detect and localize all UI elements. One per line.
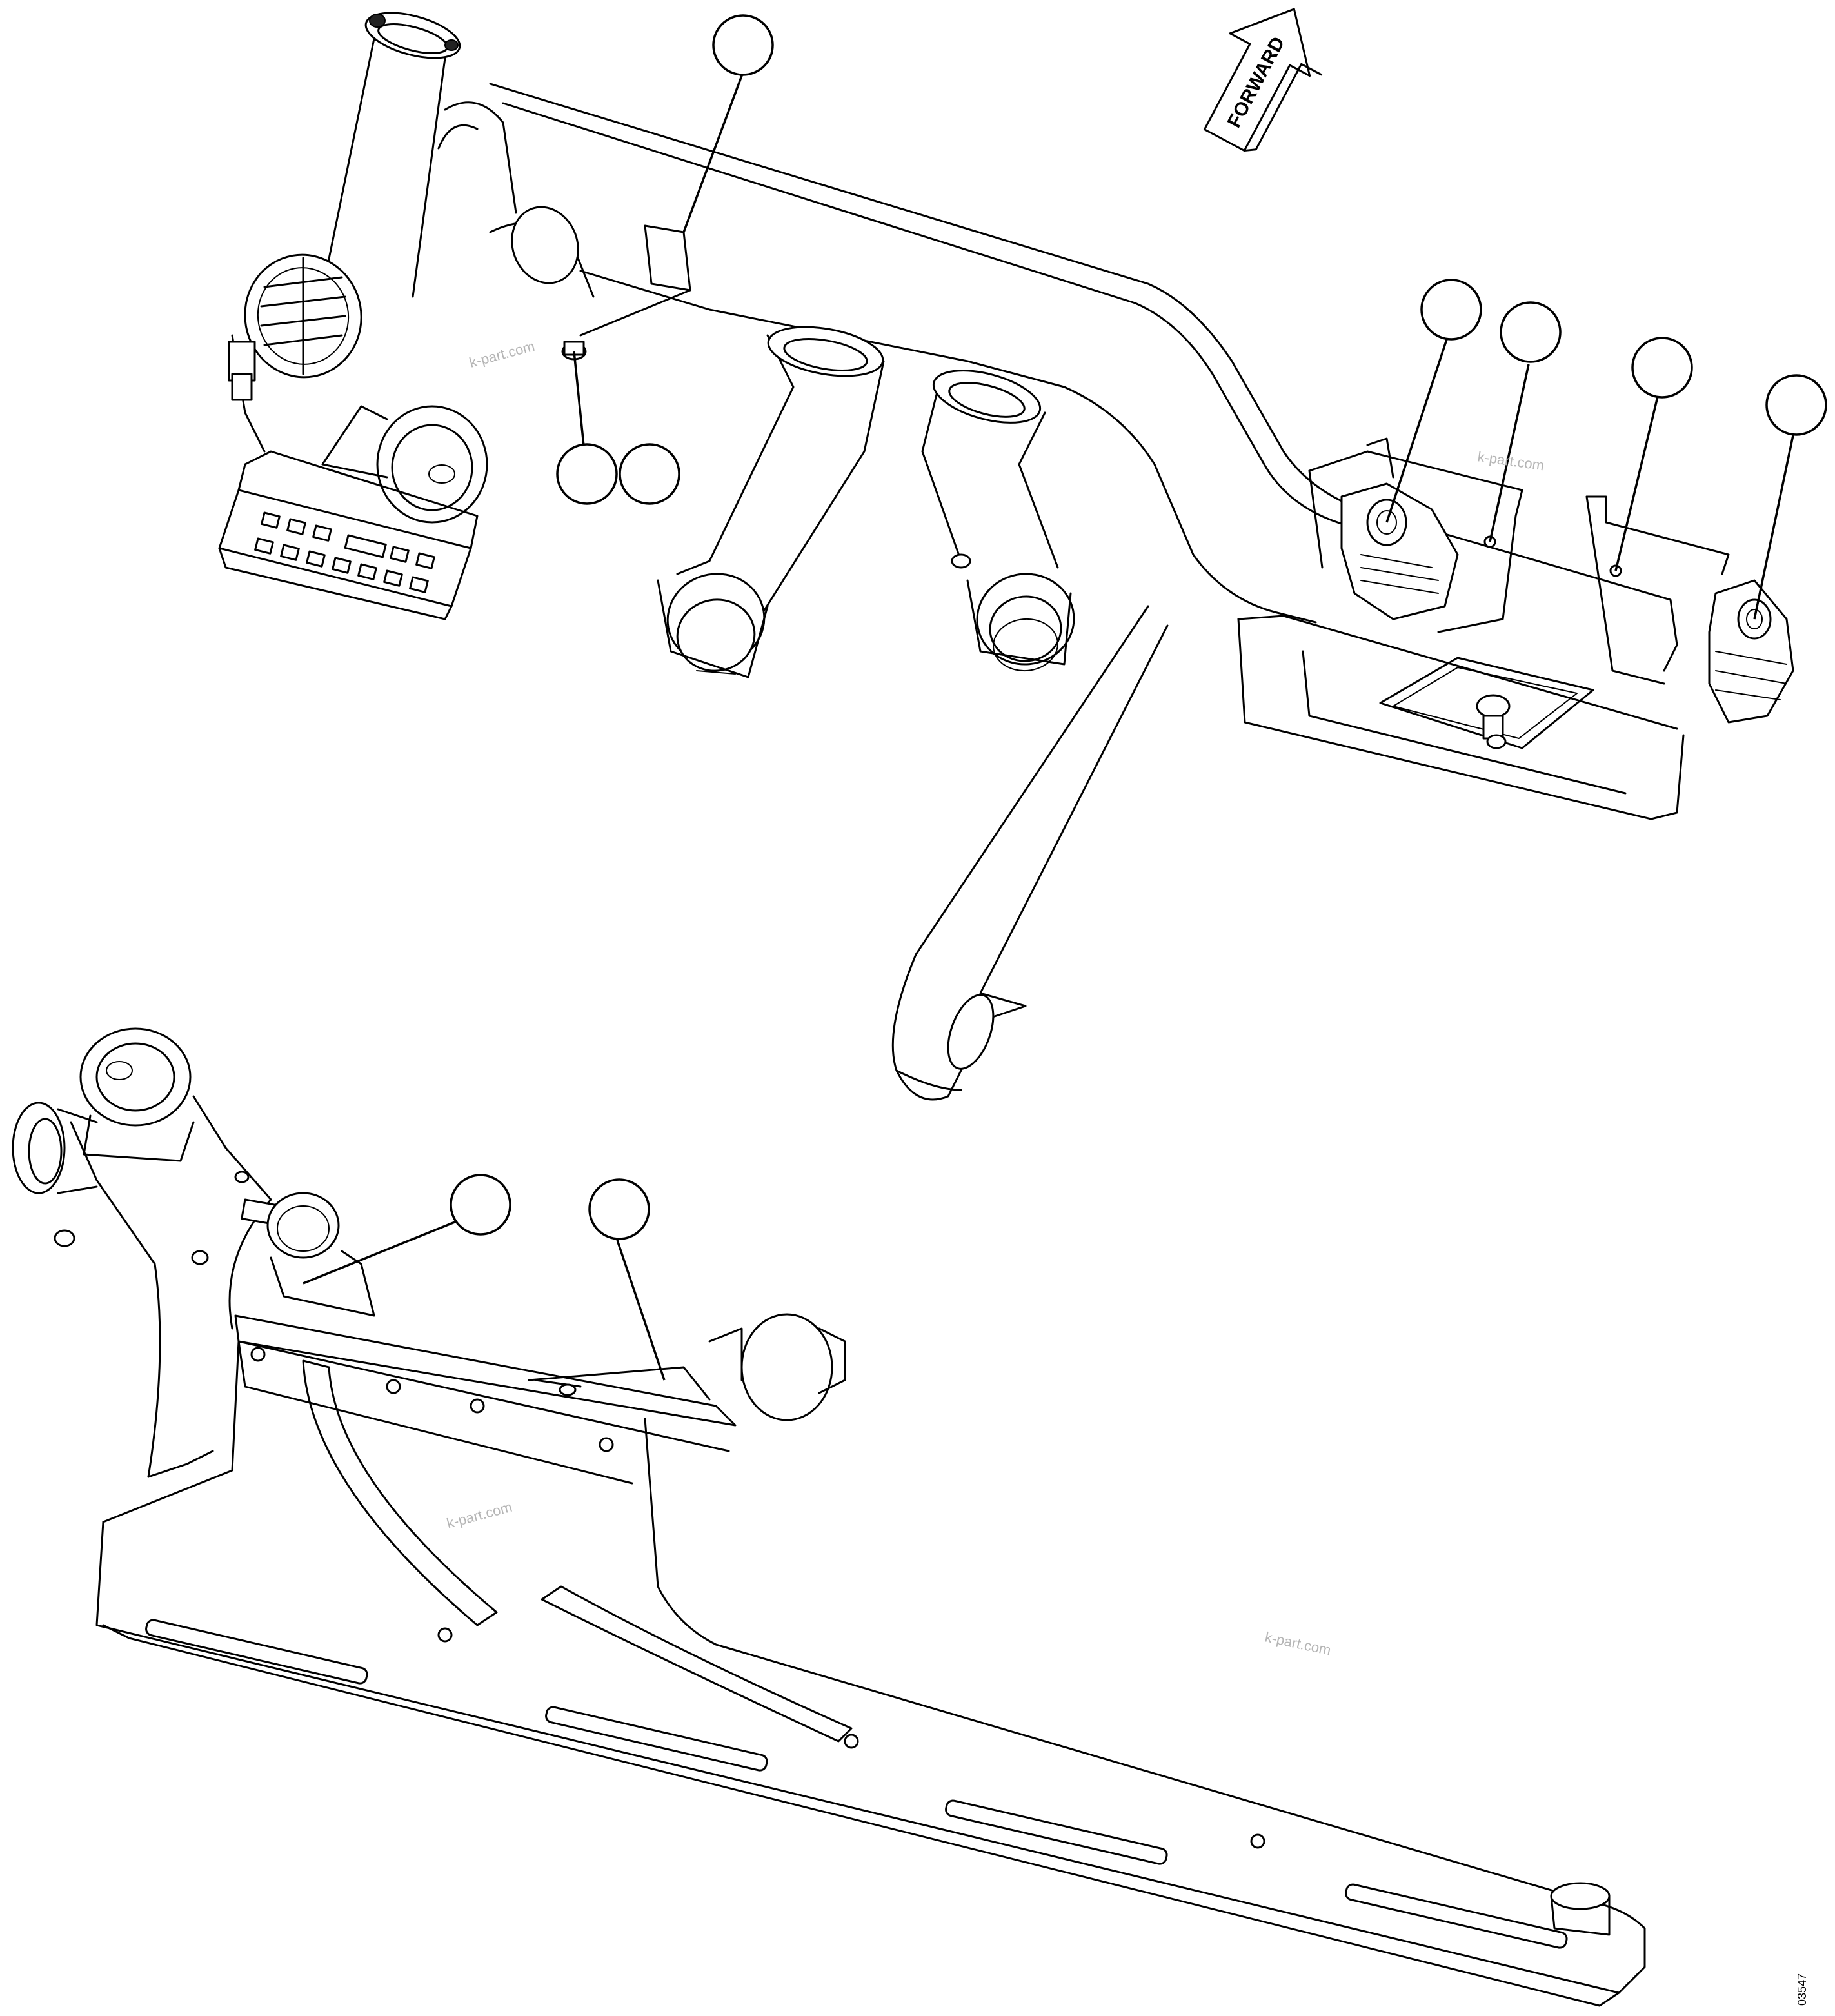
figure-id: 03547 [1796, 1973, 1809, 2006]
actuator-motor-1 [1340, 482, 1459, 620]
callout-7 [1765, 374, 1827, 436]
callout-4 [1420, 279, 1482, 341]
forward-direction-arrow: FORWARD [1203, 8, 1323, 152]
callout-1 [712, 14, 774, 76]
actuator-motor-2 [1708, 579, 1794, 724]
callout-9 [588, 1178, 650, 1240]
watermark-1: k-part.com [468, 338, 537, 371]
callout-2 [556, 443, 618, 505]
callout-5 [1500, 301, 1562, 363]
callout-8 [450, 1174, 511, 1236]
upper-duct-assembly [218, 12, 1794, 1101]
watermark-2: k-part.com [1476, 448, 1545, 473]
callout-3 [619, 443, 680, 505]
lower-duct-assembly [12, 1027, 1646, 2007]
control-keypad [218, 450, 479, 620]
watermark-4: k-part.com [1264, 1628, 1333, 1658]
callout-6 [1631, 337, 1693, 399]
watermark-3: k-part.com [445, 1499, 514, 1532]
